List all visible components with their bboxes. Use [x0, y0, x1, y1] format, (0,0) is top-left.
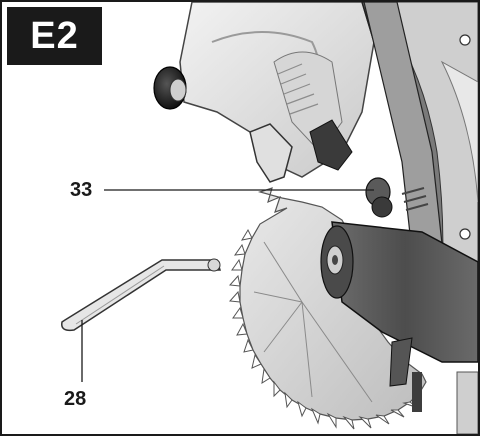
saw-blade: [228, 187, 427, 430]
guard-bracket: [249, 123, 293, 183]
callout-label-28: 28: [64, 388, 87, 410]
figure-tag: E2: [7, 7, 102, 65]
callout-label-33: 33: [70, 179, 93, 201]
blade-arm: [331, 221, 478, 363]
adjustment-knob: [153, 66, 187, 110]
allen-key: [61, 258, 222, 332]
spindle-lock: [365, 177, 393, 218]
